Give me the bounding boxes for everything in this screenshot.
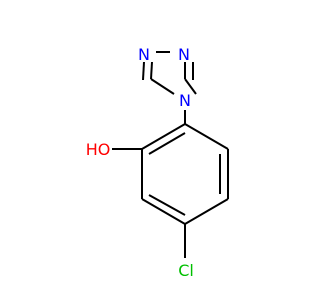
atom-n2: N	[178, 45, 190, 64]
bond-c3-c4	[184, 198, 229, 225]
bond-c5-c6	[184, 123, 229, 150]
atom-n4: N	[179, 91, 191, 110]
bond-c6-c1	[141, 123, 186, 150]
bond-n4-c5	[150, 78, 175, 95]
molecule-canvas: N N N HO Cl	[85, 45, 229, 280]
bond-c2-c3-inner	[148, 194, 186, 216]
atom-cl: Cl	[178, 261, 194, 280]
bond-c5-n1-double	[142, 61, 145, 81]
bond-c3-n4	[184, 78, 197, 95]
atom-n1: N	[138, 45, 150, 64]
molecule-structure: N N N HO Cl	[86, 45, 229, 280]
bond-c1-c6-inner	[148, 132, 186, 155]
bond-c5-n1	[150, 61, 153, 80]
bond-c2-c3	[141, 198, 186, 225]
atom-oh: HO	[86, 140, 111, 159]
